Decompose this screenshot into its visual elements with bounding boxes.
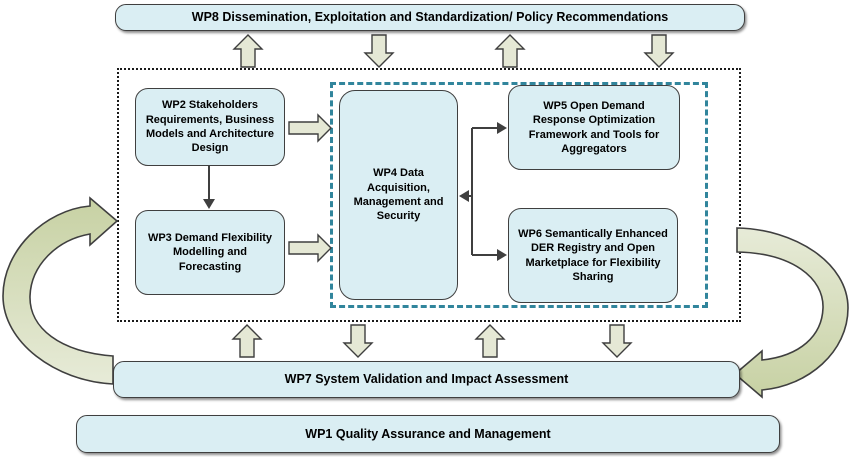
- wp4-box: WP4 Data Acquisition, Management and Sec…: [339, 90, 458, 300]
- block-arrow-down-icon: [363, 34, 395, 68]
- wp7-label: WP7 System Validation and Impact Assessm…: [284, 372, 569, 387]
- block-arrow-right-icon: [288, 113, 332, 143]
- wp6-label: WP6 Semantically Enhanced DER Registry a…: [518, 227, 668, 283]
- arrowhead-right-icon: [497, 122, 507, 134]
- wp6-box: WP6 Semantically Enhanced DER Registry a…: [508, 208, 678, 303]
- block-arrow-up-icon: [231, 324, 263, 358]
- inner-dashed-frame: [330, 82, 708, 308]
- curved-arrow-right-icon: [733, 227, 849, 399]
- wp5-label: WP5 Open Demand Response Optimization Fr…: [528, 99, 660, 155]
- outer-dotted-frame: [117, 68, 741, 322]
- block-arrow-right-icon: [288, 233, 332, 263]
- wp4-label: WP4 Data Acquisition, Management and Sec…: [353, 167, 444, 223]
- arrowhead-left-icon: [459, 190, 469, 202]
- wp3-label: WP3 Demand Flexibility Modelling and For…: [147, 232, 273, 273]
- block-arrow-up-icon: [232, 34, 264, 68]
- wp1-bar: WP1 Quality Assurance and Management: [76, 415, 780, 453]
- arrowhead-right-icon: [497, 249, 507, 261]
- wp2-label: WP2 Stakeholders Requirements, Business …: [145, 99, 275, 155]
- block-arrow-down-icon: [342, 324, 374, 358]
- wp8-bar: WP8 Dissemination, Exploitation and Stan…: [115, 4, 745, 31]
- wp2-box: WP2 Stakeholders Requirements, Business …: [135, 88, 285, 166]
- wp5-box: WP5 Open Demand Response Optimization Fr…: [508, 85, 680, 170]
- block-arrow-up-icon: [474, 324, 506, 358]
- block-arrow-up-icon: [494, 34, 526, 68]
- wp7-bar: WP7 System Validation and Impact Assessm…: [113, 361, 740, 398]
- wp1-label: WP1 Quality Assurance and Management: [305, 426, 551, 441]
- block-arrow-down-icon: [601, 324, 633, 358]
- block-arrow-down-icon: [643, 34, 675, 68]
- curved-arrow-left-icon: [2, 196, 119, 385]
- wp3-box: WP3 Demand Flexibility Modelling and For…: [135, 210, 285, 295]
- arrowhead-down-icon: [203, 199, 215, 209]
- wp8-label: WP8 Dissemination, Exploitation and Stan…: [191, 10, 669, 25]
